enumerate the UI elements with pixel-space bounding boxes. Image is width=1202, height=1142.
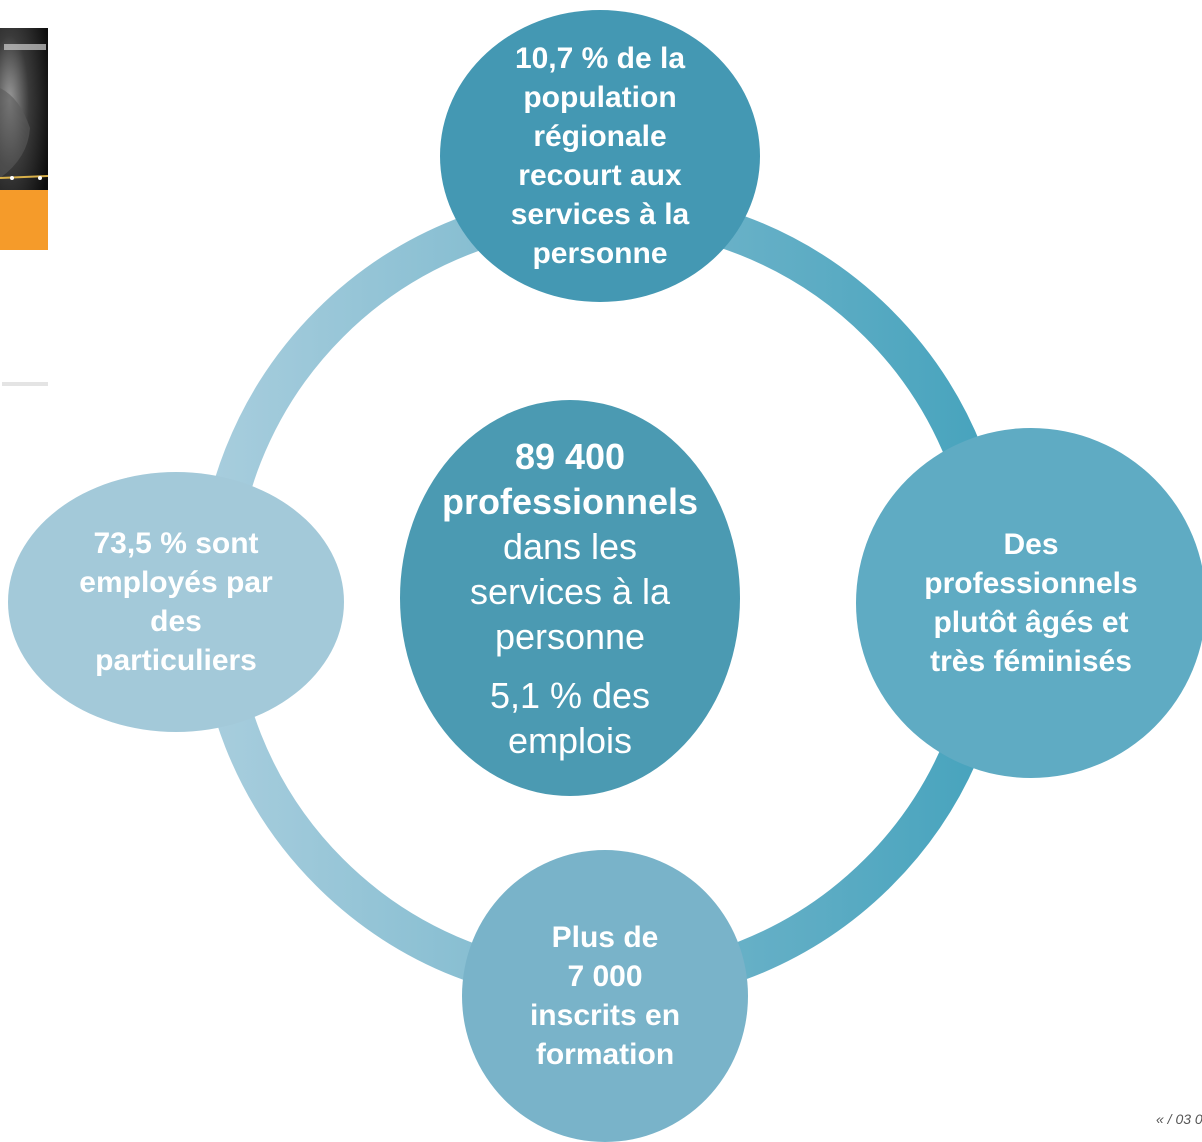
center-line: personne	[494, 615, 646, 657]
node-left-line: employés par	[79, 566, 273, 599]
node-top-line: personne	[532, 237, 668, 270]
node-left-employment: 73,5 % sont employés par des particulier…	[8, 472, 344, 732]
center-line: dans les	[502, 525, 638, 567]
node-right-line: Des	[1003, 528, 1059, 561]
thumbnail-orange-band	[0, 190, 48, 250]
page-footer-text: « / 03 0	[1156, 1111, 1202, 1127]
node-top-population: 10,7 % de la population régionale recour…	[440, 10, 760, 302]
node-left-line: des	[150, 605, 202, 638]
node-left-line: particuliers	[95, 644, 257, 677]
portrait-photo	[0, 28, 48, 190]
center-line: 5,1 % des	[489, 674, 651, 716]
node-right-line: plutôt âgés et	[933, 606, 1129, 639]
node-right-professionals-profile: Des professionnels plutôt âgés et très f…	[856, 428, 1202, 778]
node-top-line: population	[523, 81, 677, 114]
node-center-professionals: 89 400 professionnels dans les services …	[400, 400, 740, 796]
node-top-line: 10,7 % de la	[514, 42, 686, 75]
node-right-line: professionnels	[924, 567, 1138, 600]
thumbnail-caption	[2, 382, 48, 386]
node-bottom-line: 7 000	[567, 960, 643, 993]
node-bottom-line: Plus de	[551, 921, 659, 954]
node-left-line: 73,5 % sont	[93, 527, 259, 560]
node-right-line: très féminisés	[930, 645, 1132, 678]
node-bottom-line: formation	[535, 1038, 675, 1071]
node-bottom-line: inscrits en	[529, 999, 681, 1032]
center-line: 89 400	[514, 435, 626, 477]
node-top-line: recourt aux	[518, 159, 682, 192]
center-line: services à la	[469, 570, 671, 612]
center-line: professionnels	[441, 480, 699, 522]
node-bottom-training: Plus de 7 000 inscrits en formation	[462, 850, 748, 1142]
node-top-line: services à la	[510, 198, 690, 231]
cover-thumbnail-image	[0, 28, 48, 250]
node-top-line: régionale	[533, 120, 667, 153]
center-line: emplois	[507, 719, 633, 761]
